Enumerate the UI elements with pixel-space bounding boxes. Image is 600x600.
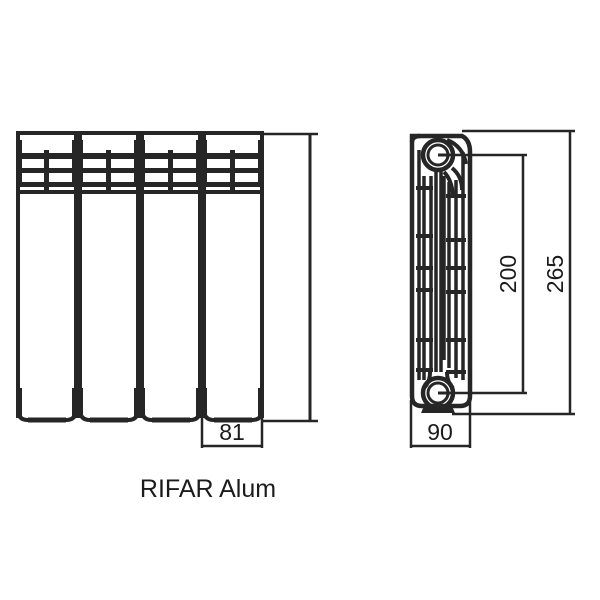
bottom-foot-pad [421,406,455,413]
dimension-200-label: 200 [495,255,521,293]
dimension-90 [409,400,472,448]
central-waterway [434,168,443,372]
side-section-view [409,133,473,413]
product-title: RIFAR Alum [140,475,276,503]
bottom-waterway-convergence [422,371,455,390]
dimension-90-label: 90 [427,419,453,445]
fin-tie-bars-left [416,186,433,372]
side-outer-shell [409,133,473,409]
front-elevation-view [16,131,318,423]
dimension-200 [450,153,527,395]
top-internal-webs [442,138,468,197]
dimension-265 [452,129,575,416]
fin-tie-bars-right [446,194,466,374]
dimension-81-label: 81 [219,419,245,445]
radiator-section-2 [77,131,140,423]
radiator-section-1 [16,131,78,423]
dimension-81 [200,410,264,448]
radiator-section-3 [139,131,202,423]
dimension-265-label: 265 [542,255,568,293]
